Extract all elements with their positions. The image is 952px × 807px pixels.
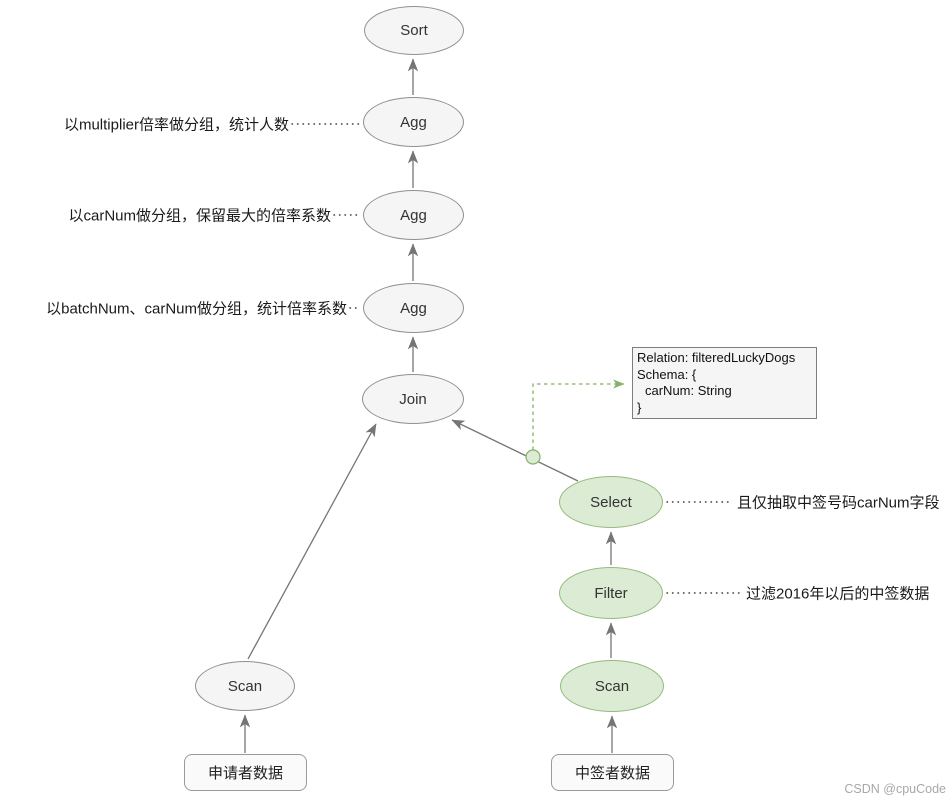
node-agg-mid: Agg [363, 190, 464, 240]
annotation-agg-mid: 以carNum做分组，保留最大的倍率系数 [68, 207, 331, 225]
node-select: Select [559, 476, 663, 528]
annotation-agg-top: 以multiplier倍率做分组，统计人数 [63, 116, 289, 134]
node-filter-label: Filter [594, 584, 628, 602]
node-agg-top-label: Agg [400, 113, 427, 131]
annotation-select: 且仅抽取中签号码carNum字段 [737, 494, 940, 512]
node-scan-right-label: Scan [594, 677, 630, 695]
node-agg-mid-label: Agg [400, 206, 427, 224]
node-sort-label: Sort [400, 22, 428, 39]
edge-scanleft-to-join [247, 423, 377, 660]
node-join-label: Join [399, 390, 427, 408]
source-box-applicants-label: 申请者数据 [207, 765, 283, 782]
schema-open-line: Schema: { [637, 366, 697, 382]
source-box-winners: 中签者数据 [551, 754, 674, 791]
node-agg-top: Agg [363, 97, 464, 147]
node-select-label: Select [590, 493, 632, 511]
annotation-filter: 过滤2016年以后的中签数据 [746, 585, 930, 603]
node-agg-bottom-label: Agg [400, 299, 427, 317]
source-box-applicants: 申请者数据 [184, 754, 307, 791]
schema-close-line: } [637, 399, 642, 415]
schema-field-line: carNum: String [645, 383, 732, 398]
watermark: CSDN @cpuCode [844, 782, 946, 796]
edge-select-to-join [451, 419, 579, 482]
annotation-agg-bottom: 以batchNum、carNum做分组，统计倍率系数 [46, 300, 347, 318]
node-scan-left-label: Scan [227, 677, 263, 695]
relation-line: Relation: filteredLuckyDogs [637, 350, 796, 365]
relation-schema-box: Relation: filteredLuckyDogs Schema: { ca… [632, 347, 817, 419]
node-scan-right: Scan [560, 660, 664, 712]
node-join: Join [362, 374, 464, 424]
node-sort: Sort [364, 6, 464, 55]
node-scan-left: Scan [195, 661, 295, 711]
source-box-winners-label: 中签者数据 [574, 765, 650, 782]
node-filter: Filter [559, 567, 663, 619]
green-connector-dot [525, 449, 541, 465]
green-dashed-connector [532, 379, 625, 450]
node-agg-bottom: Agg [363, 283, 464, 333]
